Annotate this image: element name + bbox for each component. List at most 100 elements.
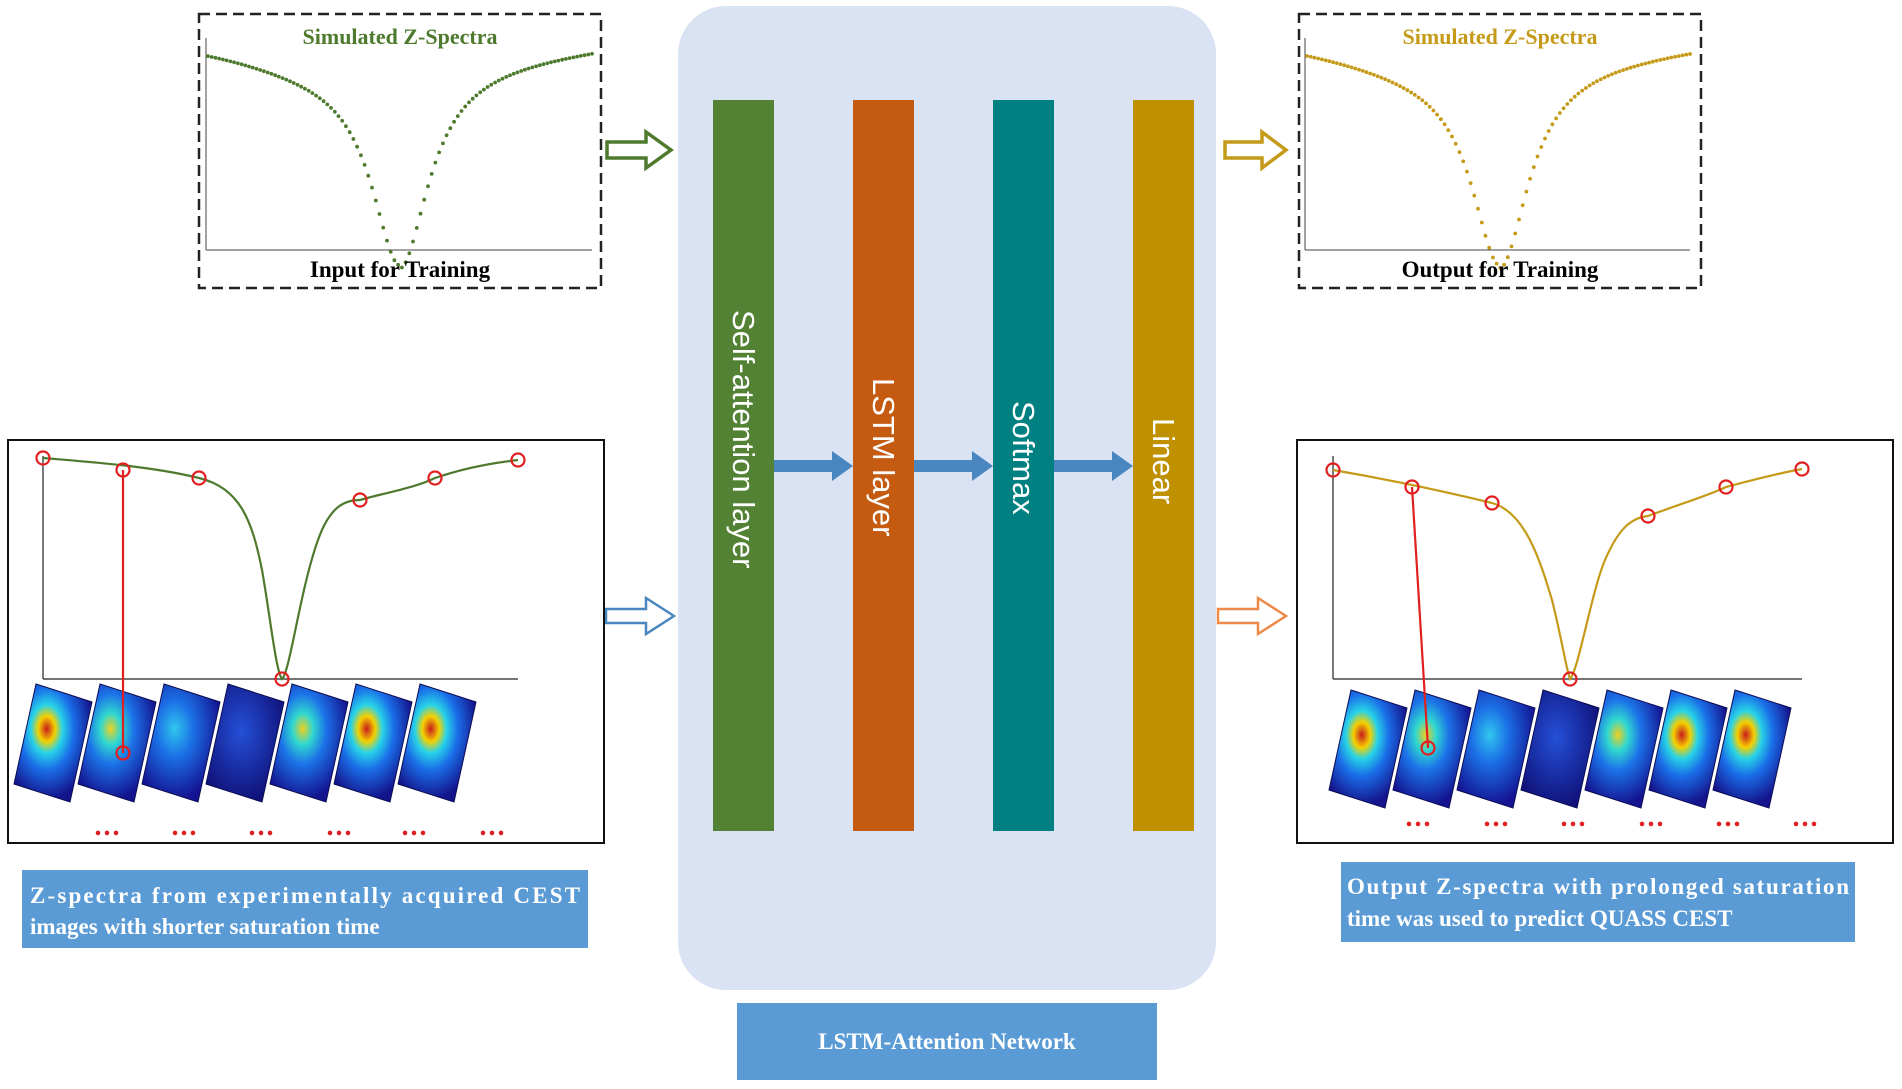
- output-spectrum-point: [1353, 66, 1358, 71]
- input-spectrum-point: [314, 93, 318, 98]
- input-spectrum-point: [448, 126, 453, 131]
- output-spectrum-point: [1442, 122, 1447, 127]
- output-spectrum-point: [1431, 108, 1436, 113]
- output-spectrum-point: [1357, 67, 1361, 72]
- input-spectrum-point: [489, 82, 494, 87]
- output-spectrum-point: [1576, 91, 1581, 96]
- experimental-cest-map: [205, 683, 285, 803]
- output-spectrum-point: [1487, 245, 1492, 250]
- output-spectrum-point: [1308, 54, 1313, 59]
- input-spectrum-point: [288, 79, 292, 84]
- input-spectrum-point: [400, 265, 404, 270]
- input-spectrum-point: [377, 212, 382, 216]
- input-spectrum-point: [474, 93, 479, 98]
- input-spectrum-point: [262, 69, 266, 74]
- predicted-map-sample-marker: [1420, 740, 1436, 756]
- input-spectrum-point: [232, 60, 237, 65]
- input-spectrum-point: [243, 63, 248, 68]
- input-spectrum-point: [303, 86, 307, 91]
- input-spectrum-point: [224, 58, 229, 63]
- input-spectrum-point: [478, 90, 483, 95]
- output-spectrum-point: [1360, 69, 1365, 73]
- input-spectrum-point: [385, 238, 389, 243]
- experimental-sample-marker: [427, 470, 443, 486]
- input-spectrum-point: [418, 211, 423, 216]
- input-spectrum-point: [549, 60, 553, 65]
- network-title-box: LSTM-Attention Network: [737, 1003, 1157, 1080]
- output-spectrum-point: [1517, 217, 1521, 222]
- output-spectrum-point: [1338, 62, 1343, 67]
- input-spectrum-point: [306, 88, 311, 93]
- experimental-cest-map: [397, 683, 477, 803]
- output-spectrum-point: [1591, 81, 1596, 86]
- experimental-ellipsis: ...: [249, 811, 276, 842]
- input-spectrum-point: [437, 150, 441, 155]
- output-spectrum-point: [1331, 60, 1335, 65]
- arrow-training-input: [605, 128, 674, 172]
- output-spectrum-point: [1398, 84, 1402, 88]
- output-spectrum-point: [1416, 95, 1421, 100]
- predicted-ellipsis: ...: [1561, 802, 1588, 833]
- input-spectrum-point: [239, 62, 244, 67]
- experimental-caption-box: Z-spectra from experimentally acquired C…: [22, 870, 588, 948]
- predicted-sample-link: [1410, 486, 1430, 749]
- output-spectrum-point: [1539, 145, 1544, 149]
- input-spectrum-point: [351, 137, 356, 141]
- output-spectrum-point: [1468, 181, 1473, 186]
- output-spectrum-point: [1424, 101, 1428, 106]
- output-spectrum-point: [1405, 88, 1410, 93]
- output-spectrum-point: [1650, 59, 1655, 64]
- output-spectrum-point: [1587, 83, 1592, 88]
- experimental-ellipsis: ...: [327, 811, 354, 842]
- output-panel-caption: Output for Training: [1402, 257, 1599, 282]
- input-spectrum-point: [519, 69, 524, 73]
- experimental-cest-map: [141, 683, 221, 803]
- predicted-ellipsis: ...: [1406, 802, 1433, 833]
- output-spectrum-point: [1624, 67, 1629, 71]
- network-title-background: [737, 1003, 1157, 1080]
- input-spectrum-point: [455, 114, 460, 118]
- input-spectrum-point: [344, 124, 348, 129]
- input-spectrum-point: [235, 61, 240, 66]
- arrow-prediction-output: [1216, 595, 1289, 637]
- predicted-ellipsis: ...: [1793, 802, 1820, 833]
- output-spectrum-point: [1636, 63, 1640, 68]
- experimental-sample-marker: [35, 450, 51, 466]
- input-spectrum-point: [567, 56, 572, 60]
- arrow-experimental-input: [604, 595, 677, 637]
- predicted-curve-line: [1332, 467, 1803, 681]
- experimental-ellipsis: ...: [402, 811, 429, 842]
- output-spectrum-point: [1639, 62, 1644, 67]
- predicted-z-spectrum-curve: [1325, 461, 1810, 756]
- predicted-sample-marker: [1325, 462, 1341, 478]
- input-spectrum-point: [414, 226, 419, 230]
- network-title: LSTM-Attention Network: [818, 1029, 1076, 1054]
- output-spectrum-point: [1412, 93, 1417, 97]
- layer-softmax-label: Softmax: [1006, 401, 1041, 515]
- output-spectrum-point: [1349, 65, 1354, 70]
- predicted-cest-map: [1392, 689, 1472, 809]
- output-spectrum-point: [1327, 59, 1332, 64]
- input-spectrum-point: [254, 66, 259, 71]
- input-spectrum-point: [493, 80, 497, 85]
- output-spectrum-point: [1401, 86, 1406, 90]
- input-spectrum-point: [291, 81, 296, 85]
- output-spectrum-point: [1420, 98, 1425, 103]
- output-spectrum-point: [1546, 129, 1551, 133]
- input-spectrum-point: [426, 184, 430, 189]
- predicted-ellipsis-row: ..................: [1406, 802, 1820, 833]
- input-spectrum-point: [508, 73, 512, 78]
- input-spectrum-point: [552, 59, 557, 64]
- experimental-spectrum-panel: ..................: [7, 439, 605, 844]
- output-spectrum-point: [1669, 55, 1674, 60]
- output-spectrum-point: [1491, 255, 1495, 260]
- output-spectrum-point: [1453, 141, 1458, 146]
- predicted-cest-map: [1584, 689, 1664, 809]
- input-spectrum-point: [347, 130, 352, 135]
- arrow-lstm-to-softmax: [914, 451, 993, 481]
- input-spectrum-point: [247, 64, 251, 69]
- output-spectrum-point: [1528, 176, 1532, 181]
- input-spectrum-point: [295, 82, 300, 87]
- input-spectrum-point: [276, 74, 281, 79]
- output-spectrum-point: [1543, 136, 1547, 141]
